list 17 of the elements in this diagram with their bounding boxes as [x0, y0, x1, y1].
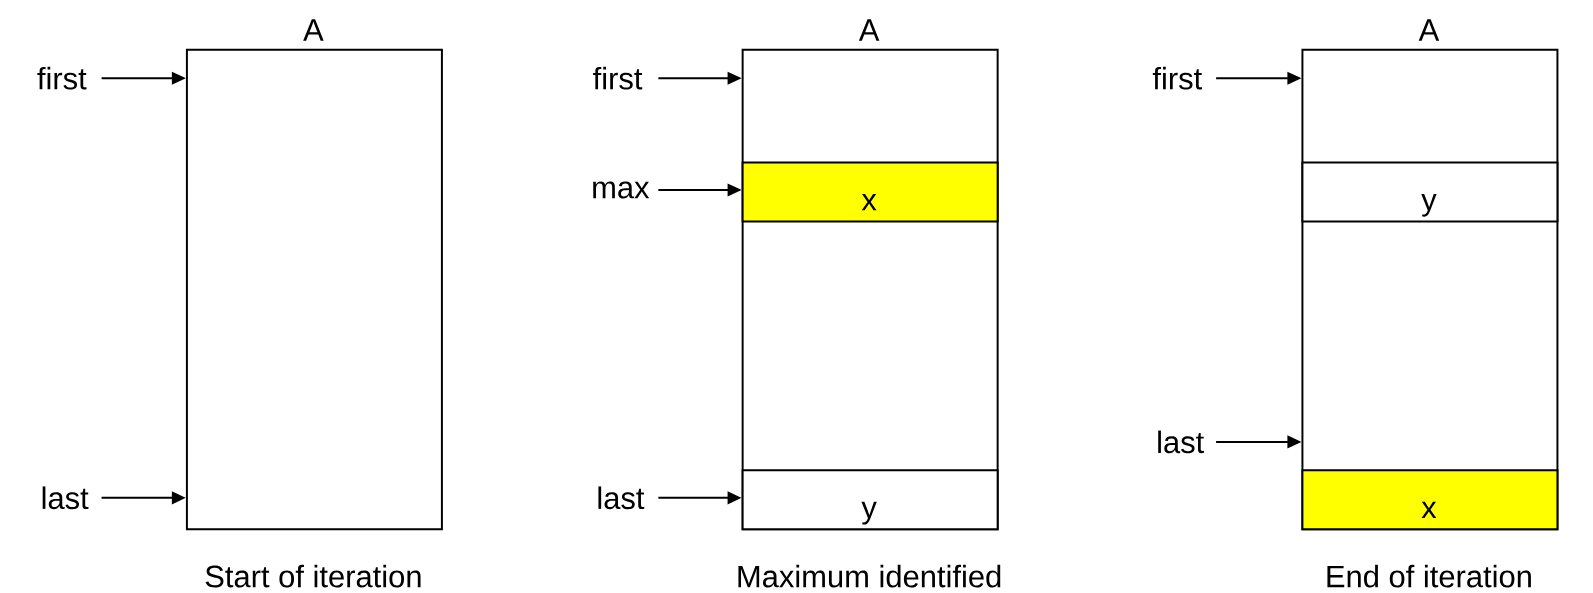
- caption-text: End of iteration: [1327, 564, 1531, 588]
- pointer-label: last: [598, 486, 645, 510]
- array-cell: y: [1301, 161, 1559, 223]
- pointer-label: first: [1152, 66, 1202, 90]
- array-label: A: [858, 19, 880, 41]
- pointer-label: max: [593, 181, 650, 199]
- pointer-label: first: [593, 66, 643, 90]
- array-cell: y: [741, 469, 999, 531]
- caption-text: Start of iteration: [205, 564, 421, 588]
- array-label: A: [303, 19, 324, 41]
- array-cell: x: [741, 161, 999, 223]
- pointer-label: first: [37, 66, 87, 90]
- pointer-label: last: [42, 486, 89, 510]
- caption-text: Maximum identified: [738, 564, 1001, 588]
- array-label: A: [1418, 19, 1440, 41]
- array-cell: x: [1301, 469, 1559, 531]
- pointer-label: last: [1158, 430, 1204, 454]
